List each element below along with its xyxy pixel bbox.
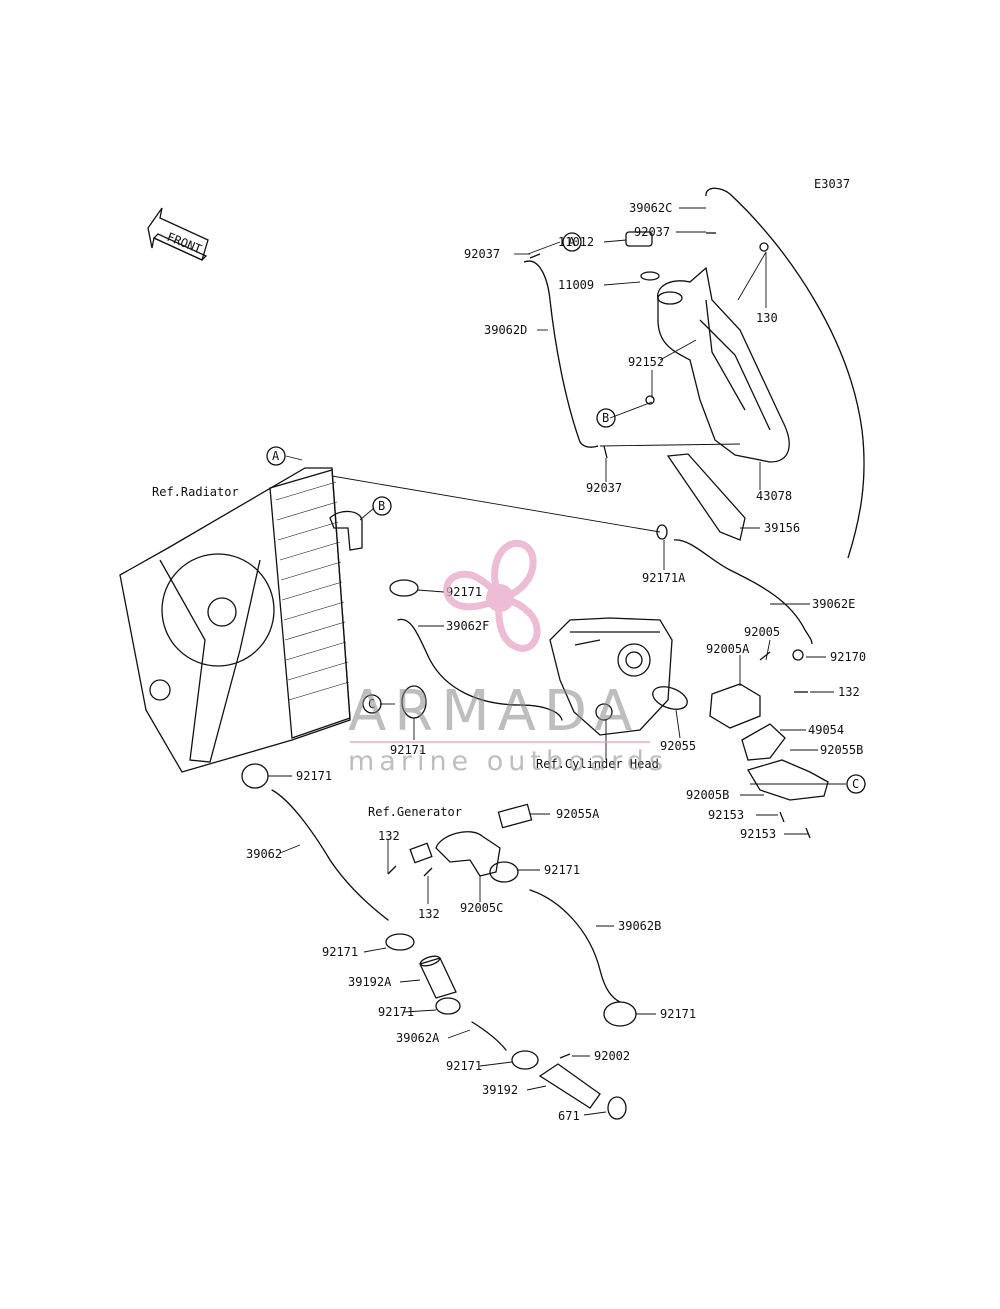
pipe-39192-part <box>538 1063 627 1120</box>
label-92005c: 92005C <box>460 901 503 915</box>
label-92055: 92055 <box>660 739 696 753</box>
label-39062c: 39062C <box>629 201 672 215</box>
label-92171-f: 92171 <box>660 1007 696 1021</box>
label-92171-g: 92171 <box>378 1005 414 1019</box>
label-92005b: 92005B <box>686 788 729 802</box>
label-39156: 39156 <box>764 521 800 535</box>
label-39062a: 39062A <box>396 1031 440 1045</box>
hose-39062e-part <box>673 539 813 645</box>
bolt-group <box>387 232 811 1059</box>
label-132-b: 132 <box>418 907 440 921</box>
callout-b-top: B <box>596 408 616 428</box>
diagram-code: E3037 <box>814 177 850 191</box>
label-132-right: 132 <box>838 685 860 699</box>
label-92153-b: 92153 <box>740 827 776 841</box>
callout-c-thermostat: C <box>846 774 866 794</box>
label-92005: 92005 <box>744 625 780 639</box>
callout-a-top: A <box>562 232 582 252</box>
label-92055b: 92055B <box>820 743 863 757</box>
label-39062b: 39062B <box>618 919 661 933</box>
watermark-tagline: marine outboards <box>348 746 668 777</box>
watermark-brand: ARMADA <box>348 679 640 744</box>
label-39192a: 39192A <box>348 975 392 989</box>
cylinder-head-part <box>549 617 673 736</box>
label-92037-bottom: 92037 <box>586 481 622 495</box>
callout-c-hose: C <box>362 694 382 714</box>
label-11009: 11009 <box>558 278 594 292</box>
label-671: 671 <box>558 1109 580 1123</box>
label-92171-c: 92171 <box>296 769 332 783</box>
svg-text:B: B <box>378 499 385 513</box>
label-92171-a: 92171 <box>446 585 482 599</box>
svg-text:B: B <box>602 411 609 425</box>
label-92152: 92152 <box>628 355 664 369</box>
label-92002: 92002 <box>594 1049 630 1063</box>
label-130: 130 <box>756 311 778 325</box>
label-49054: 49054 <box>808 723 844 737</box>
label-11012: 11012 <box>558 235 594 249</box>
label-39192: 39192 <box>482 1083 518 1097</box>
reservoir-tank-part <box>625 231 790 463</box>
leader-lines <box>268 207 846 1116</box>
label-39062d: 39062D <box>484 323 527 337</box>
label-92005a: 92005A <box>706 642 750 656</box>
svg-text:C: C <box>852 777 859 791</box>
hose-39062a-part <box>471 1021 507 1051</box>
label-ref-cylinder-head: Ref.Cylinder Head <box>536 757 659 771</box>
label-92037-top: 92037 <box>634 225 670 239</box>
label-92171-h: 92171 <box>446 1059 482 1073</box>
label-92171-e: 92171 <box>322 945 358 959</box>
label-92055a: 92055A <box>556 807 600 821</box>
front-arrow-icon: FRONT <box>147 207 209 261</box>
hose-39062b-part <box>529 889 621 1003</box>
label-39062: 39062 <box>246 847 282 861</box>
label-132-a: 132 <box>378 829 400 843</box>
label-92153-a: 92153 <box>708 808 744 822</box>
label-ref-generator: Ref.Generator <box>368 805 462 819</box>
label-ref-radiator: Ref.Radiator <box>152 485 239 499</box>
label-39062e: 39062E <box>812 597 855 611</box>
label-92170: 92170 <box>830 650 866 664</box>
callout-b-radiator: B <box>372 496 392 516</box>
label-92171-b: 92171 <box>390 743 426 757</box>
water-pump-cover-part <box>409 803 533 877</box>
label-92171a: 92171A <box>642 571 686 585</box>
label-43078: 43078 <box>756 489 792 503</box>
label-92171-d: 92171 <box>544 863 580 877</box>
svg-text:A: A <box>568 235 576 249</box>
pipe-39192a-part <box>419 955 457 999</box>
svg-text:C: C <box>368 697 375 711</box>
callout-a-radiator: A <box>266 446 286 466</box>
radiator-part <box>119 467 363 773</box>
label-92037-left: 92037 <box>464 247 500 261</box>
svg-text:A: A <box>272 449 280 463</box>
watermark-logo-icon <box>443 539 541 652</box>
tank-pad-part <box>666 453 746 541</box>
label-39062f: 39062F <box>446 619 489 633</box>
